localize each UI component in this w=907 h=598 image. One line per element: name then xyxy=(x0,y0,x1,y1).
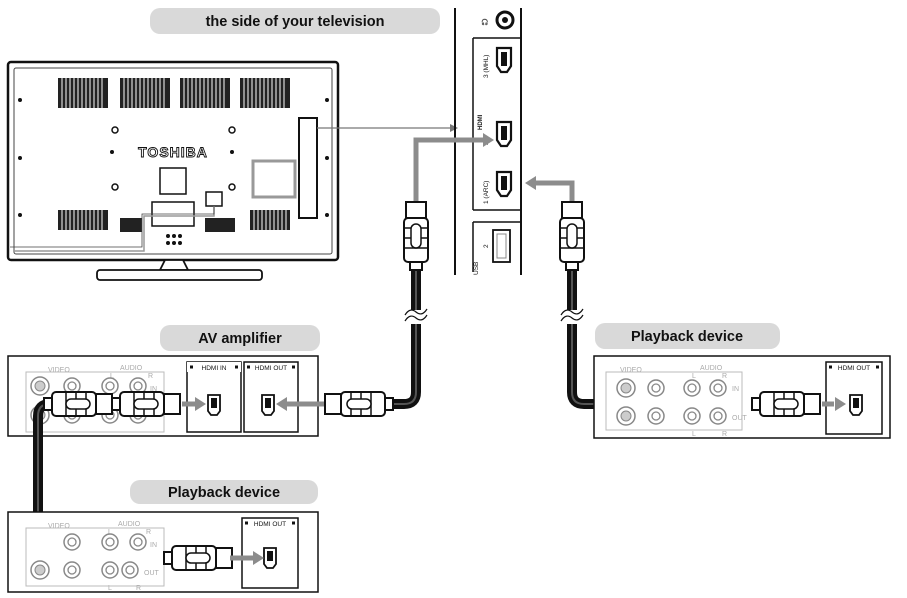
playback-bottom-hdmi-out-port: HDMI OUT xyxy=(241,517,299,589)
television-back: TOSHIBA xyxy=(6,60,340,281)
svg-text:R: R xyxy=(148,373,153,380)
plug-amp-in xyxy=(111,391,206,417)
svg-text:IN: IN xyxy=(732,386,739,393)
svg-text:the side of your television: the side of your television xyxy=(206,14,385,30)
usb-port-2: 2 USB xyxy=(473,229,511,275)
svg-text:VIDEO: VIDEO xyxy=(620,367,642,374)
headphone-icon: 🎧 xyxy=(481,18,488,26)
playback-right-hdmi-out-port: HDMI OUT xyxy=(825,361,883,435)
svg-text:IN: IN xyxy=(150,386,157,393)
playback-device-right-label: Playback device xyxy=(595,323,780,349)
svg-text:VIDEO: VIDEO xyxy=(48,523,70,530)
tv-side-label: the side of your television xyxy=(150,8,440,34)
svg-text:L: L xyxy=(108,585,112,592)
tv-brand-logo: TOSHIBA xyxy=(138,144,208,160)
svg-text:AV amplifier: AV amplifier xyxy=(198,331,282,347)
svg-text:L: L xyxy=(692,373,696,380)
svg-text:L: L xyxy=(108,529,112,536)
svg-text:L: L xyxy=(692,431,696,438)
arrow-to-hdmi-1 xyxy=(525,176,575,202)
svg-text:R: R xyxy=(722,431,727,438)
hdmi-group-label: HDMI xyxy=(478,114,484,130)
playback-device-right: VIDEO AUDIO L R IN OUT L R HDMI OUT xyxy=(593,355,891,439)
svg-text:1 (ARC): 1 (ARC) xyxy=(483,181,490,204)
hdmi-port-1-arc: 1 (ARC) xyxy=(483,170,513,204)
svg-text:VIDEO: VIDEO xyxy=(48,367,70,374)
plug-amp-out xyxy=(276,391,394,417)
svg-text:OUT: OUT xyxy=(144,570,160,577)
svg-text:L: L xyxy=(110,373,114,380)
svg-text:HDMI IN: HDMI IN xyxy=(202,365,227,372)
svg-text:R: R xyxy=(136,585,141,592)
cable-amp-to-tv xyxy=(392,201,429,409)
hdmi-port-3: 3 (MHL) xyxy=(483,46,513,78)
cable-playback-to-tv xyxy=(559,201,762,409)
plug-playback-bottom xyxy=(163,545,264,571)
amp-hdmi-in-port: HDMI IN xyxy=(186,361,242,433)
playback-device-bottom-label: Playback device xyxy=(130,480,318,504)
svg-text:AUDIO: AUDIO xyxy=(118,521,141,528)
plug-playback-right xyxy=(751,391,846,417)
svg-text:HDMI OUT: HDMI OUT xyxy=(255,365,287,372)
svg-text:Playback device: Playback device xyxy=(631,329,743,345)
av-amplifier-label: AV amplifier xyxy=(160,325,320,351)
svg-text:Playback device: Playback device xyxy=(168,485,280,501)
svg-text:R: R xyxy=(146,529,151,536)
svg-text:OUT: OUT xyxy=(732,415,748,422)
amp-hdmi-out-port: HDMI OUT xyxy=(243,361,299,433)
svg-text:R: R xyxy=(722,373,727,380)
tv-side-panel: 🎧 3 (MHL) HDMI 2 1 (ARC) 2 USB xyxy=(454,8,522,275)
svg-text:2: 2 xyxy=(483,244,490,248)
svg-text:HDMI OUT: HDMI OUT xyxy=(838,365,870,372)
arrow-to-hdmi-2 xyxy=(413,133,494,202)
svg-text:HDMI OUT: HDMI OUT xyxy=(254,521,286,528)
svg-text:AUDIO: AUDIO xyxy=(700,365,723,372)
svg-text:3 (MHL): 3 (MHL) xyxy=(483,55,490,78)
svg-text:USB: USB xyxy=(473,262,480,275)
svg-text:AUDIO: AUDIO xyxy=(120,365,143,372)
svg-text:IN: IN xyxy=(150,542,157,549)
